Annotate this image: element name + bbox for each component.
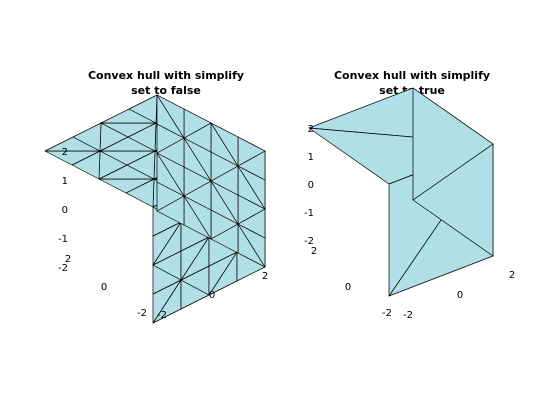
x-tick-label: -2 bbox=[157, 310, 167, 321]
y-tick-label: 2 bbox=[311, 246, 317, 257]
x-tick-label: -2 bbox=[403, 310, 413, 321]
x-tick-label: 0 bbox=[209, 290, 215, 301]
x-tick-label: 0 bbox=[457, 290, 463, 301]
z-tick-label: -2 bbox=[304, 236, 314, 247]
y-tick-label: 0 bbox=[101, 282, 107, 293]
z-tick-label: 0 bbox=[308, 180, 314, 191]
z-tick-label: 1 bbox=[308, 152, 314, 163]
subplot-title-line: Convex hull with simplify bbox=[88, 69, 244, 82]
z-tick-label: 1 bbox=[62, 176, 68, 187]
z-tick-label: -1 bbox=[58, 234, 68, 245]
x-tick-label: 2 bbox=[262, 271, 268, 282]
subplot-simplify-false: Convex hull with simplify set to false 2 1 0… bbox=[44, 69, 268, 324]
z-tick-label: 2 bbox=[62, 147, 68, 158]
y-tick-label: 0 bbox=[345, 282, 351, 293]
y-tick-label: 2 bbox=[65, 254, 71, 265]
mesh-triangle-right bbox=[210, 122, 239, 167]
z-tick-label: 2 bbox=[308, 124, 314, 135]
x-tick-label: 2 bbox=[509, 270, 515, 281]
hull-triangle-right bbox=[412, 87, 494, 201]
mesh-triangle-top bbox=[128, 94, 158, 124]
z-tick-label: -1 bbox=[304, 208, 314, 219]
z-tick-label: 0 bbox=[62, 205, 68, 216]
y-tick-label: -2 bbox=[382, 308, 392, 319]
z-tick-label: -2 bbox=[58, 263, 68, 274]
y-tick-label: -2 bbox=[137, 308, 147, 319]
mesh-triangle-right bbox=[156, 94, 185, 139]
mesh-triangle-top bbox=[72, 122, 102, 152]
subplot-title-line: set to false bbox=[131, 84, 201, 97]
subplot-title-line: Convex hull with simplify bbox=[334, 69, 490, 82]
